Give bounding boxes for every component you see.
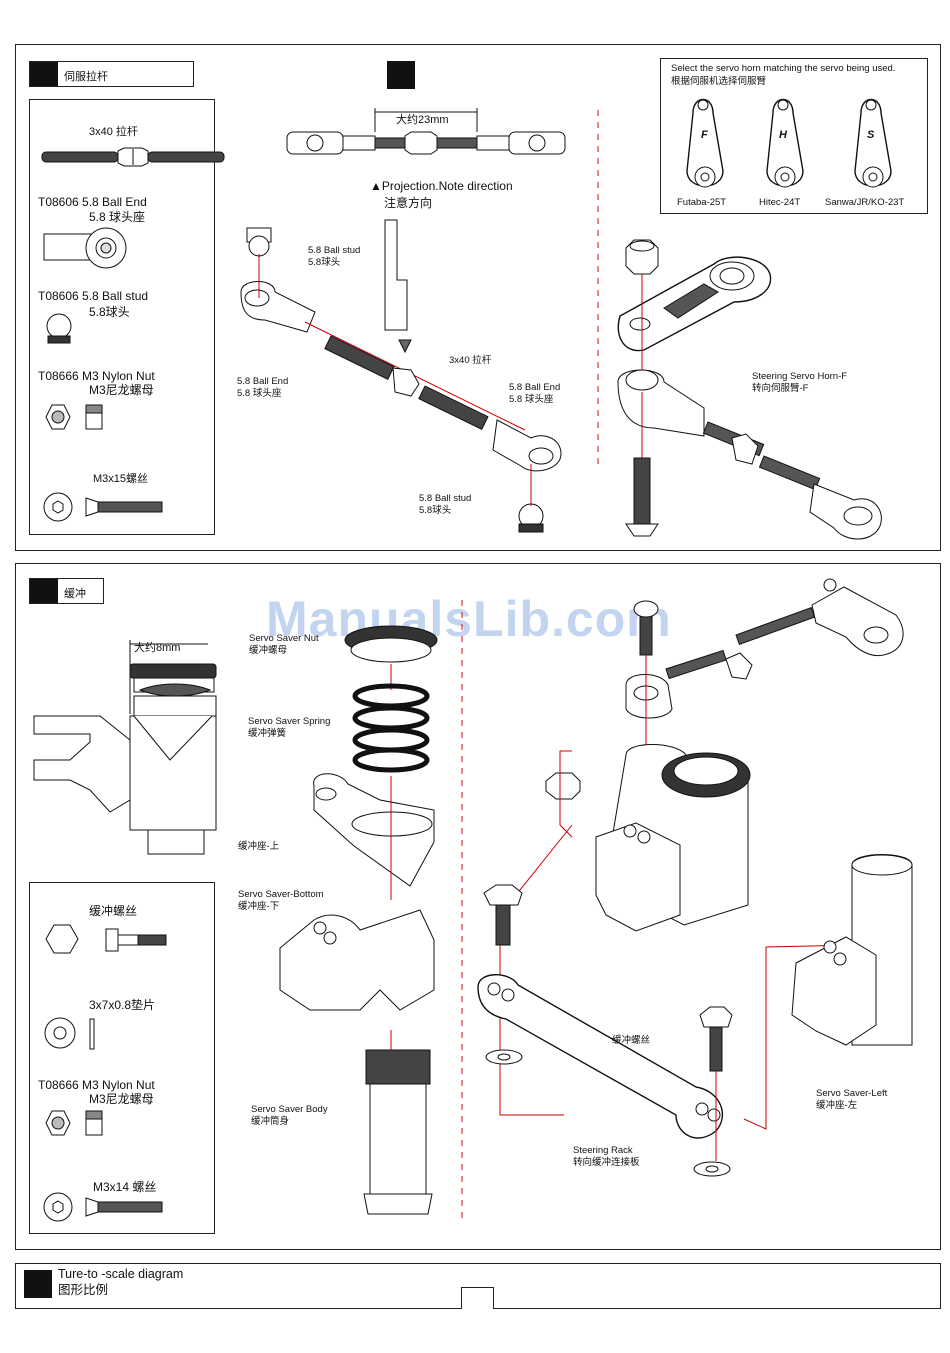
part-code: T08606 5.8 Ball stud xyxy=(38,289,149,303)
part-sub: 5.8球头 xyxy=(89,305,130,319)
horn-letter: S xyxy=(867,129,875,141)
parts-list: 3x40 拉杆 T08606 5.8 Ball End 5.8 球头座 T086… xyxy=(29,99,225,535)
label-cn: 缓冲螺母 xyxy=(249,645,288,656)
horn-option-drawing xyxy=(686,98,892,188)
part-name: M3x14 螺丝 xyxy=(93,1180,157,1194)
page-tab xyxy=(461,1287,494,1309)
label-en: Servo Saver-Bottom xyxy=(238,889,324,900)
horn-letter: F xyxy=(701,129,708,141)
label-cn: 缓冲弹簧 xyxy=(248,728,287,739)
scale-title-cn: 图形比例 xyxy=(58,1283,109,1297)
horn-label: Hitec-24T xyxy=(759,197,801,208)
horn-letter: H xyxy=(779,129,787,141)
projection-note-cn: 注意方向 xyxy=(384,196,433,210)
step-number-block xyxy=(30,62,58,86)
step-number-block xyxy=(30,579,58,603)
label-en: Servo Saver Nut xyxy=(249,633,319,644)
label-en: 5.8 Ball stud xyxy=(419,493,472,504)
part-name: M3x15螺丝 xyxy=(93,473,149,485)
parts-list: 缓冲螺丝 3x7x0.8垫片 T08666 M3 Nylon Nut M3尼龙螺… xyxy=(29,882,215,1234)
servo-horn-selection: Select the servo horn matching the servo… xyxy=(660,58,928,214)
label-en: 5.8 Ball End xyxy=(237,376,289,387)
exploded-linkage-drawing xyxy=(240,219,562,533)
ball-stud-drawing xyxy=(46,313,72,344)
servo-saver-side-drawing xyxy=(33,640,217,855)
exploded-saver-drawing xyxy=(279,625,438,1215)
horn-label: Sanwa/JR/KO-23T xyxy=(825,197,905,208)
label-en: Servo Saver Body xyxy=(251,1104,328,1115)
label-cn: 缓冲筒身 xyxy=(251,1116,290,1127)
part-code: T08666 M3 Nylon Nut xyxy=(38,1078,155,1092)
projection-note: ▲Projection.Note direction xyxy=(370,179,513,193)
approx-label: 大约8mm xyxy=(134,642,181,654)
label-cn: 缓冲座-上 xyxy=(238,841,280,852)
step-number-block xyxy=(387,61,415,89)
panel-servo-linkage xyxy=(15,44,941,551)
linkage-assembly-drawing xyxy=(286,108,566,155)
step-title: 伺服拉杆 xyxy=(64,71,108,83)
part-name: 3x7x0.8垫片 xyxy=(89,998,156,1012)
horn-title-cn: 根据伺服机选择伺服臂 xyxy=(671,76,767,87)
label-rod: 3x40 拉杆 xyxy=(449,355,492,366)
length-label: 大约23mm xyxy=(396,114,449,126)
label-cn: 缓冲座-下 xyxy=(238,901,280,912)
ball-end-drawing xyxy=(43,227,127,269)
panel-servo-saver xyxy=(15,563,941,1250)
part-name: 3x40 拉杆 xyxy=(89,126,138,138)
part-sub: M3尼龙螺母 xyxy=(89,1092,154,1106)
label-en: Steering Rack xyxy=(573,1145,633,1156)
label-en: 5.8 Ball End xyxy=(509,382,561,393)
divider-dashed xyxy=(597,110,599,470)
label-cn: 5.8 球头座 xyxy=(237,388,282,399)
saver-screw-drawing xyxy=(45,924,167,954)
label-cn: 转向伺服臂-F xyxy=(752,383,809,394)
steering-assembly-drawing xyxy=(477,578,913,1177)
horn-title: Select the servo horn matching the servo… xyxy=(671,63,896,74)
washer-drawing xyxy=(44,1017,95,1050)
label-cn: 缓冲座-左 xyxy=(816,1100,858,1111)
tie-rod-drawing xyxy=(41,147,225,167)
part-code: T08666 M3 Nylon Nut xyxy=(38,369,155,383)
servo-horn-assembly-drawing xyxy=(617,239,882,540)
screw-drawing xyxy=(43,1192,163,1222)
label-en: Steering Servo Horn-F xyxy=(752,371,848,382)
label-cn: 5.8球头 xyxy=(308,257,341,268)
part-code: T08606 5.8 Ball End xyxy=(38,195,147,209)
step-title: 缓冲 xyxy=(64,588,86,600)
label-en: Servo Saver Spring xyxy=(248,716,331,727)
part-sub: M3尼龙螺母 xyxy=(89,383,154,397)
watermark: ManualsLib.com xyxy=(266,591,672,647)
divider-dashed xyxy=(461,600,463,1220)
part-name: 缓冲螺丝 xyxy=(89,904,138,918)
horn-label: Futaba-25T xyxy=(677,197,727,208)
label-en: 5.8 Ball stud xyxy=(308,245,361,256)
screw-drawing xyxy=(43,492,163,522)
step-number-block xyxy=(24,1270,52,1298)
label-en: Servo Saver-Left xyxy=(816,1088,888,1099)
label-cn: 转向缓冲连接板 xyxy=(573,1157,640,1168)
step-title-box: 缓冲 xyxy=(29,578,104,604)
part-sub: 5.8 球头座 xyxy=(89,210,146,224)
label-cn: 5.8 球头座 xyxy=(509,394,554,405)
label-cn: 缓冲螺丝 xyxy=(612,1035,651,1046)
nylon-nut-drawing xyxy=(45,1110,103,1136)
step-title-box: 伺服拉杆 xyxy=(29,61,194,87)
nylon-nut-drawing xyxy=(45,404,103,430)
scale-title: Ture-to -scale diagram xyxy=(58,1267,184,1281)
label-cn: 5.8球头 xyxy=(419,505,452,516)
